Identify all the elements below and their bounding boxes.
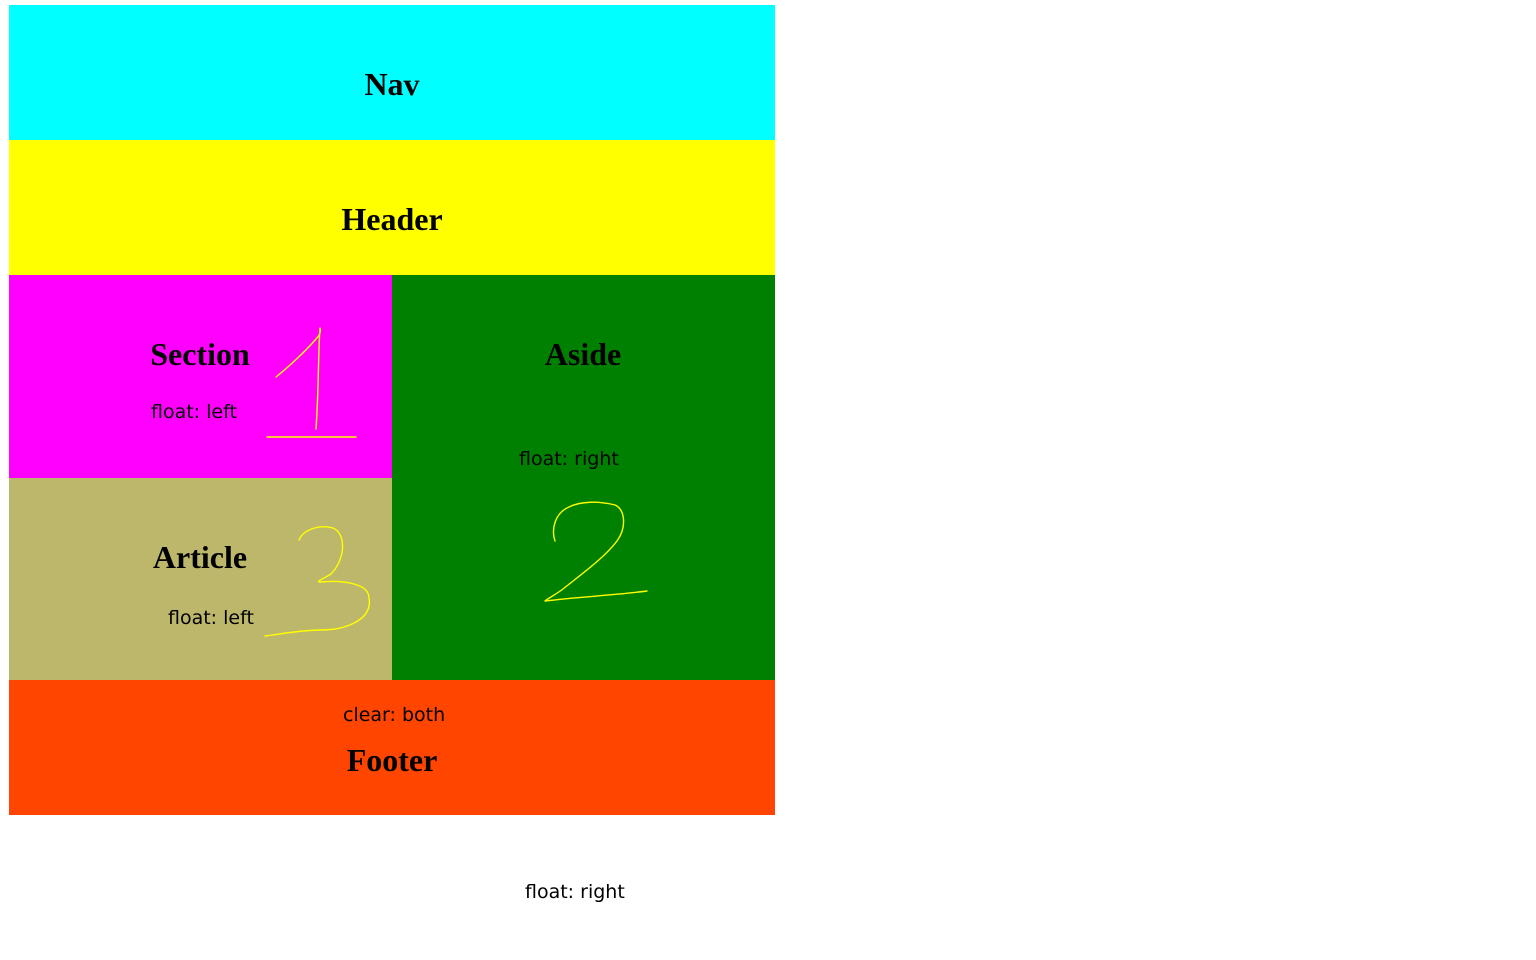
footer-block: clear: both Footer [9,680,775,815]
aside-float-note: float: right [519,448,619,470]
handwritten-digit-3 [264,526,370,637]
handwritten-digit-2 [544,501,648,602]
section-float-note: float: left [151,401,237,423]
handwritten-digit-1 [266,327,357,438]
footer-clear-note: clear: both [343,704,446,726]
article-block: Article float: left [9,478,392,680]
section-title: Section [150,336,250,372]
outside-float-note: float: right [525,881,625,903]
footer-title: Footer [346,742,438,778]
section-block: Section float: left [9,275,392,478]
header-title: Header [341,201,443,237]
article-float-note: float: left [168,607,254,629]
header-block: Header [9,140,775,275]
nav-title: Nav [364,66,420,102]
article-title: Article [152,539,248,575]
nav-block: Nav [9,5,775,140]
aside-block: Aside float: right [392,275,775,680]
aside-title: Aside [544,336,622,372]
